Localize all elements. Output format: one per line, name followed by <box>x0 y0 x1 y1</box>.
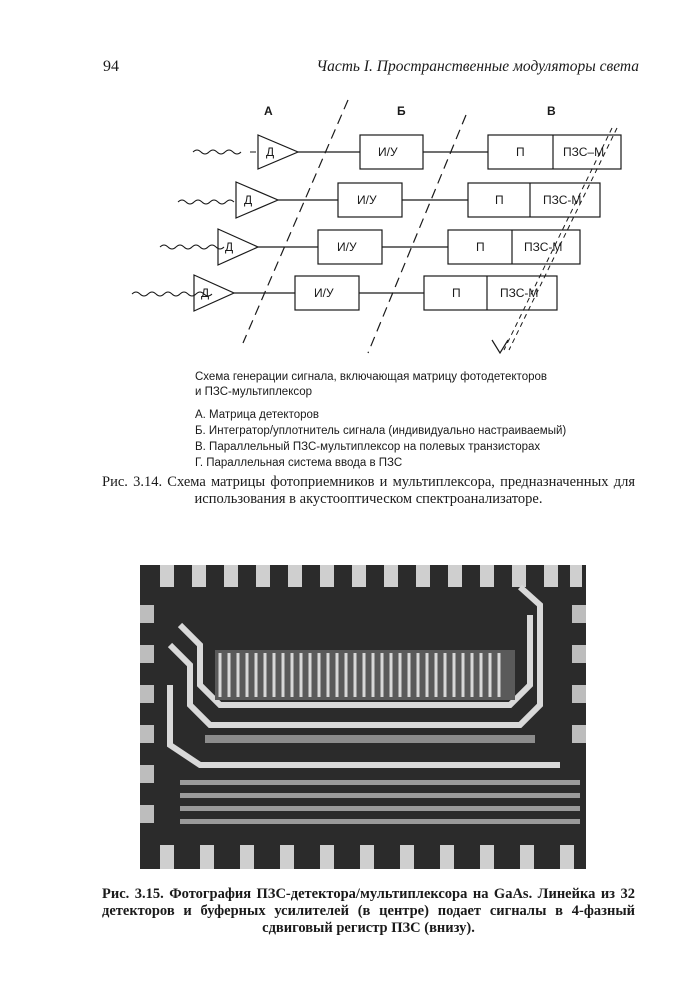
ccd-label-1: ПЗС–М <box>563 145 604 159</box>
chip-photograph <box>140 565 586 869</box>
detector-label-3: Д <box>225 240 233 254</box>
diagram-caption-line-2: и ПЗС-мультиплексор <box>195 386 313 398</box>
integrator-label-4: И/У <box>314 286 334 300</box>
legend-item-g: Г. Параллельная система ввода в ПЗС <box>195 457 403 469</box>
legend-item-a: А. Матрица детекторов <box>195 409 320 421</box>
ccd-label-3: ПЗС-М <box>524 240 562 254</box>
integrator-label-2: И/У <box>357 193 377 207</box>
ccd-label-4: ПЗС-М <box>500 286 538 300</box>
column-label-v: В <box>547 104 556 118</box>
block-diagram: А Б В Д И/У П ПЗС–М Д И/У П ПЗС-М Д И/У … <box>131 99 622 355</box>
column-label-a: А <box>264 104 273 118</box>
legend-item-v: В. Параллельный ПЗС-мультиплексор на пол… <box>195 441 541 453</box>
page-number: 94 <box>103 58 119 75</box>
parallel-label-3: П <box>476 240 485 254</box>
detector-label-2: Д <box>244 193 252 207</box>
diagram-legend: А. Матрица детекторов Б. Интегратор/упло… <box>195 407 566 471</box>
ccd-label-2: ПЗС-М <box>543 193 581 207</box>
legend-item-b: Б. Интегратор/уплотнитель сигнала (индив… <box>195 425 567 437</box>
figure-3-14-caption: Рис. 3.14. Схема матрицы фотоприемников … <box>102 474 635 507</box>
detector-label-4: Д <box>201 286 209 300</box>
parallel-label-2: П <box>495 193 504 207</box>
parallel-label-1: П <box>516 145 525 159</box>
diagram-caption: Схема генерации сигнала, включающая матр… <box>195 370 615 400</box>
figure-3-15-caption: Рис. 3.15. Фотография ПЗС-детектора/муль… <box>102 886 635 936</box>
running-head: Часть I. Пространственные модуляторы све… <box>316 58 639 75</box>
detector-label-1: Д <box>266 145 274 159</box>
integrator-label-1: И/У <box>378 145 398 159</box>
integrator-label-3: И/У <box>337 240 357 254</box>
parallel-label-4: П <box>452 286 461 300</box>
diagram-caption-line-1: Схема генерации сигнала, включающая матр… <box>195 371 547 383</box>
column-label-b: Б <box>397 104 406 118</box>
